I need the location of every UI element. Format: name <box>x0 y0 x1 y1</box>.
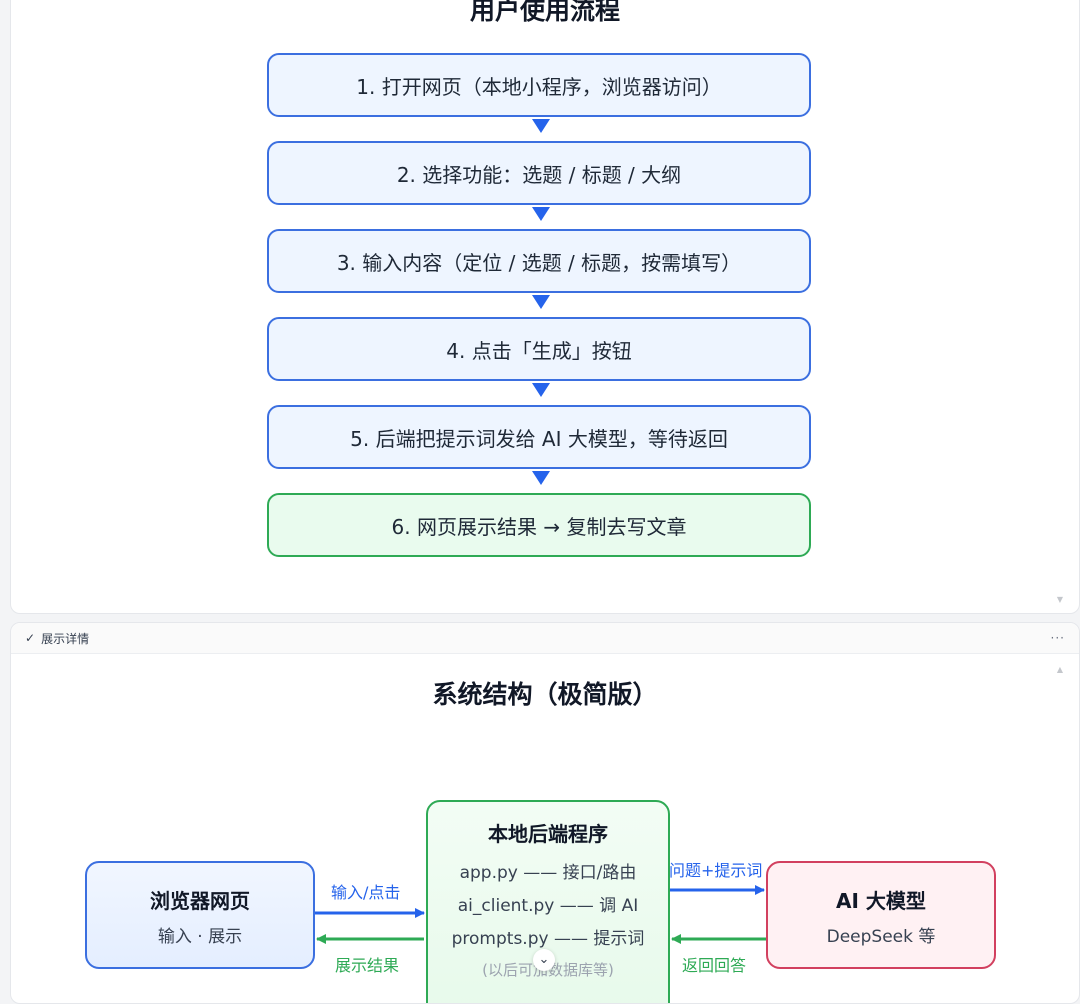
backend-line-app: app.py —— 接口/路由 <box>459 863 637 883</box>
flow-arrow <box>532 471 550 485</box>
browser-title: 浏览器网页 <box>150 889 250 913</box>
scroll-up-icon[interactable]: ▲ <box>1056 665 1063 674</box>
backend-title: 本地后端程序 <box>488 822 608 846</box>
ai-node: AI 大模型 DeepSeek 等 <box>766 861 996 969</box>
details-toggle[interactable]: ✓ 展示详情 ··· <box>11 623 1079 654</box>
check-icon: ✓ <box>25 631 36 645</box>
flow-step-1: 1. 打开网页（本地小程序，浏览器访问） <box>267 53 811 117</box>
backend-line-prompts: prompts.py —— 提示词 <box>451 929 645 949</box>
flow-step-3: 3. 输入内容（定位 / 选题 / 标题，按需填写） <box>267 229 811 293</box>
browser-subtitle: 输入 · 展示 <box>157 927 243 947</box>
flow-arrow <box>532 207 550 221</box>
backend-line-client: ai_client.py —— 调 AI <box>457 896 639 916</box>
label-question-prompt: 问题+提示词 <box>669 861 763 880</box>
system-card: ✓ 展示详情 ··· ▲ 系统结构（极简版） 浏览器网页 输入 · 展示 本地后… <box>10 622 1080 1004</box>
label-show-result: 展示结果 <box>335 956 400 975</box>
details-label: 展示详情 <box>41 631 90 646</box>
flow-arrow <box>532 295 550 309</box>
scroll-chevron-down-icon[interactable]: ⌄ <box>533 949 555 971</box>
more-icon[interactable]: ··· <box>1050 631 1065 645</box>
flow-card: 用户使用流程 1. 打开网页（本地小程序，浏览器访问） 2. 选择功能：选题 /… <box>10 0 1080 614</box>
flow-step-6: 6. 网页展示结果 → 复制去写文章 <box>267 493 811 557</box>
browser-node: 浏览器网页 输入 · 展示 <box>85 861 315 969</box>
backend-node: 本地后端程序 app.py —— 接口/路由 ai_client.py —— 调… <box>426 800 670 1003</box>
flow-step-5: 5. 后端把提示词发给 AI 大模型，等待返回 <box>267 405 811 469</box>
flow-arrow <box>532 119 550 133</box>
ai-subtitle: DeepSeek 等 <box>826 927 936 947</box>
scroll-down-icon[interactable]: ▼ <box>1056 595 1063 604</box>
flow-arrow <box>532 383 550 397</box>
label-input-click: 输入/点击 <box>331 883 401 902</box>
flow-step-4: 4. 点击「生成」按钮 <box>267 317 811 381</box>
flow-step-2: 2. 选择功能：选题 / 标题 / 大纲 <box>267 141 811 205</box>
flow-title: 用户使用流程 <box>469 0 620 25</box>
label-return-answer: 返回回答 <box>682 956 747 975</box>
ai-title: AI 大模型 <box>836 889 926 913</box>
system-title: 系统结构（极简版） <box>432 680 658 709</box>
